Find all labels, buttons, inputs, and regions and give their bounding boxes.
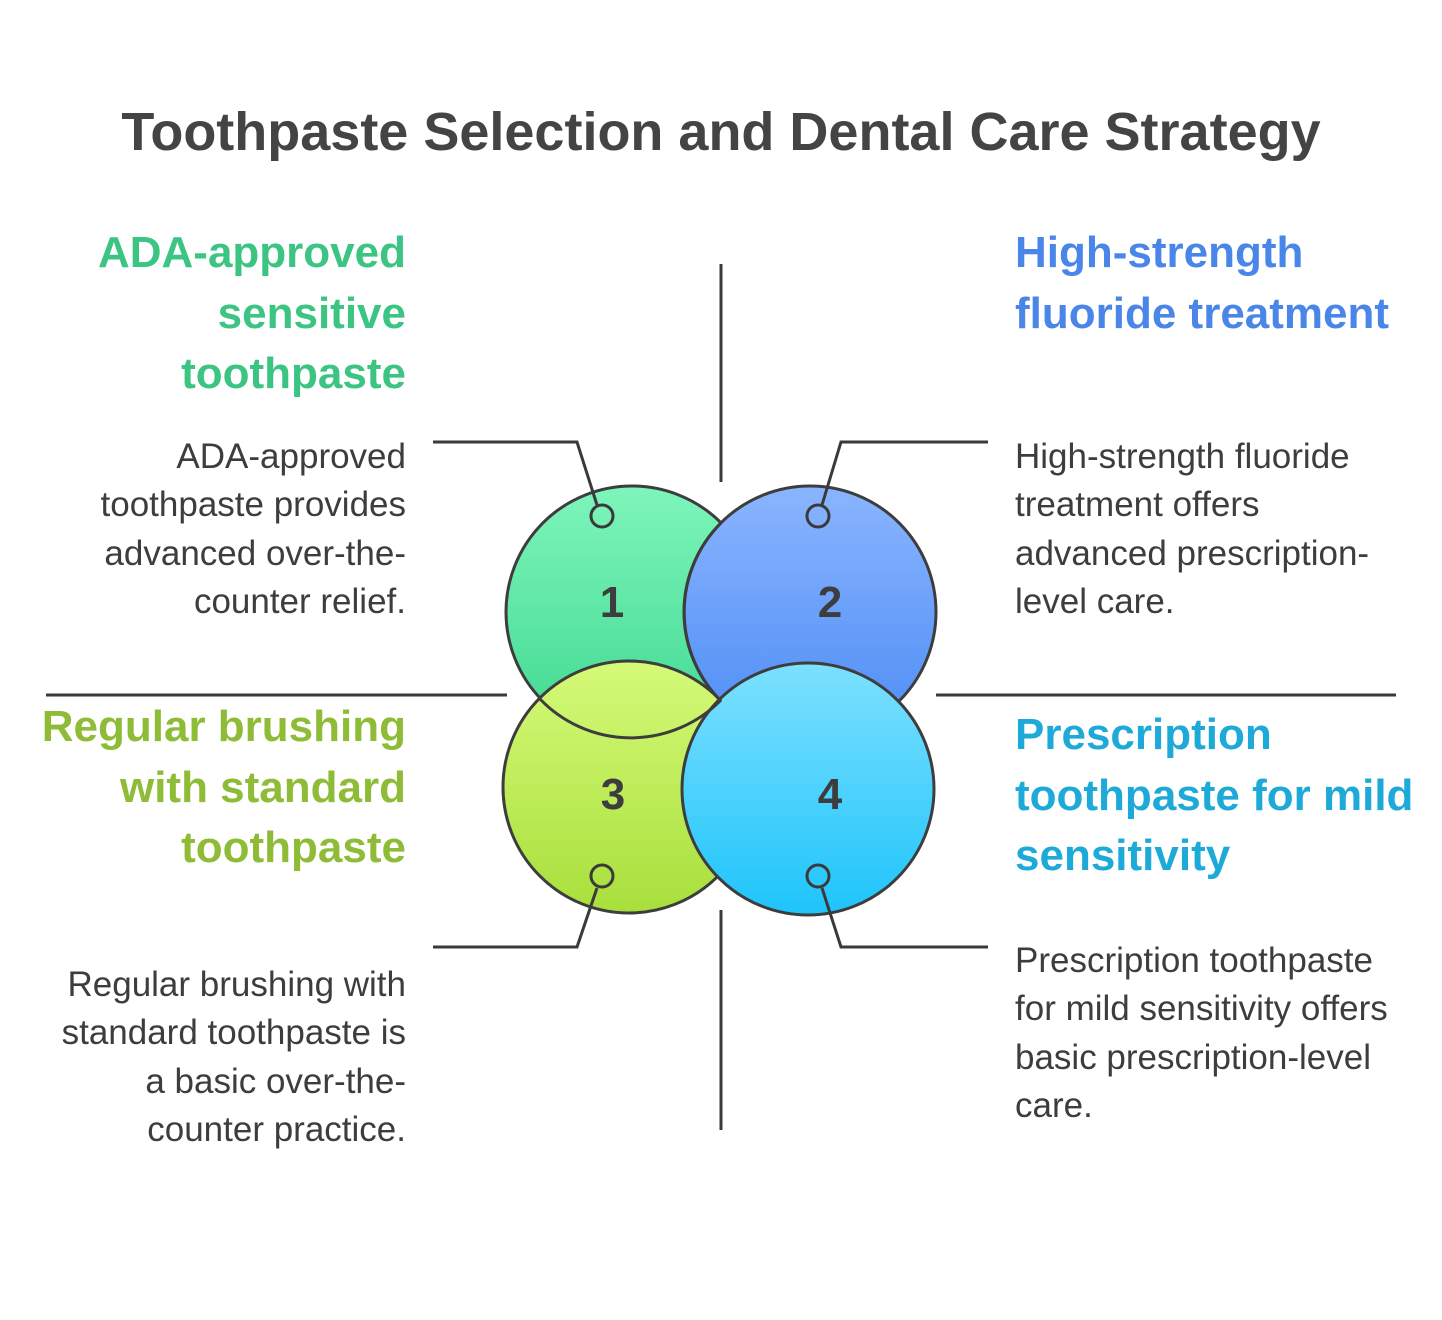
circle-number-1: 1 xyxy=(600,578,624,627)
quadrant-2-heading: High-strength fluoride treatment xyxy=(1015,228,1390,338)
quadrant-4-heading: Prescription toothpaste for mild sensiti… xyxy=(1015,710,1414,880)
connector-dot-1 xyxy=(589,503,615,529)
page-title: Toothpaste Selection and Dental Care Str… xyxy=(121,102,1321,162)
connector-4 xyxy=(820,887,988,949)
quadrant-2-description: High-strength fluoride treatment offers … xyxy=(1015,437,1370,621)
circle-number-3: 3 xyxy=(601,770,625,819)
overlap-outline-1-3 xyxy=(538,697,723,740)
circle-number-2: 2 xyxy=(818,578,842,627)
connector-3 xyxy=(433,887,599,949)
circle-4 xyxy=(680,661,936,917)
circle-number-4: 4 xyxy=(818,770,843,819)
connector-1 xyxy=(433,440,599,506)
connector-dot-2 xyxy=(805,503,831,529)
quadrant-1-heading: ADA-approved sensitive toothpaste xyxy=(97,228,406,398)
connector-dot-3 xyxy=(589,863,615,889)
quadrant-3-description: Regular brushing with standard toothpast… xyxy=(61,965,406,1149)
connector-2 xyxy=(820,440,988,506)
quadrant-1-description: ADA-approved toothpaste provides advance… xyxy=(100,437,406,621)
connector-dot-4 xyxy=(805,863,831,889)
quadrant-3-heading: Regular brushing with standard toothpast… xyxy=(41,702,406,872)
quadrant-4-description: Prescription toothpaste for mild sensiti… xyxy=(1015,941,1388,1125)
overlap-outline-1-2 xyxy=(682,521,723,703)
